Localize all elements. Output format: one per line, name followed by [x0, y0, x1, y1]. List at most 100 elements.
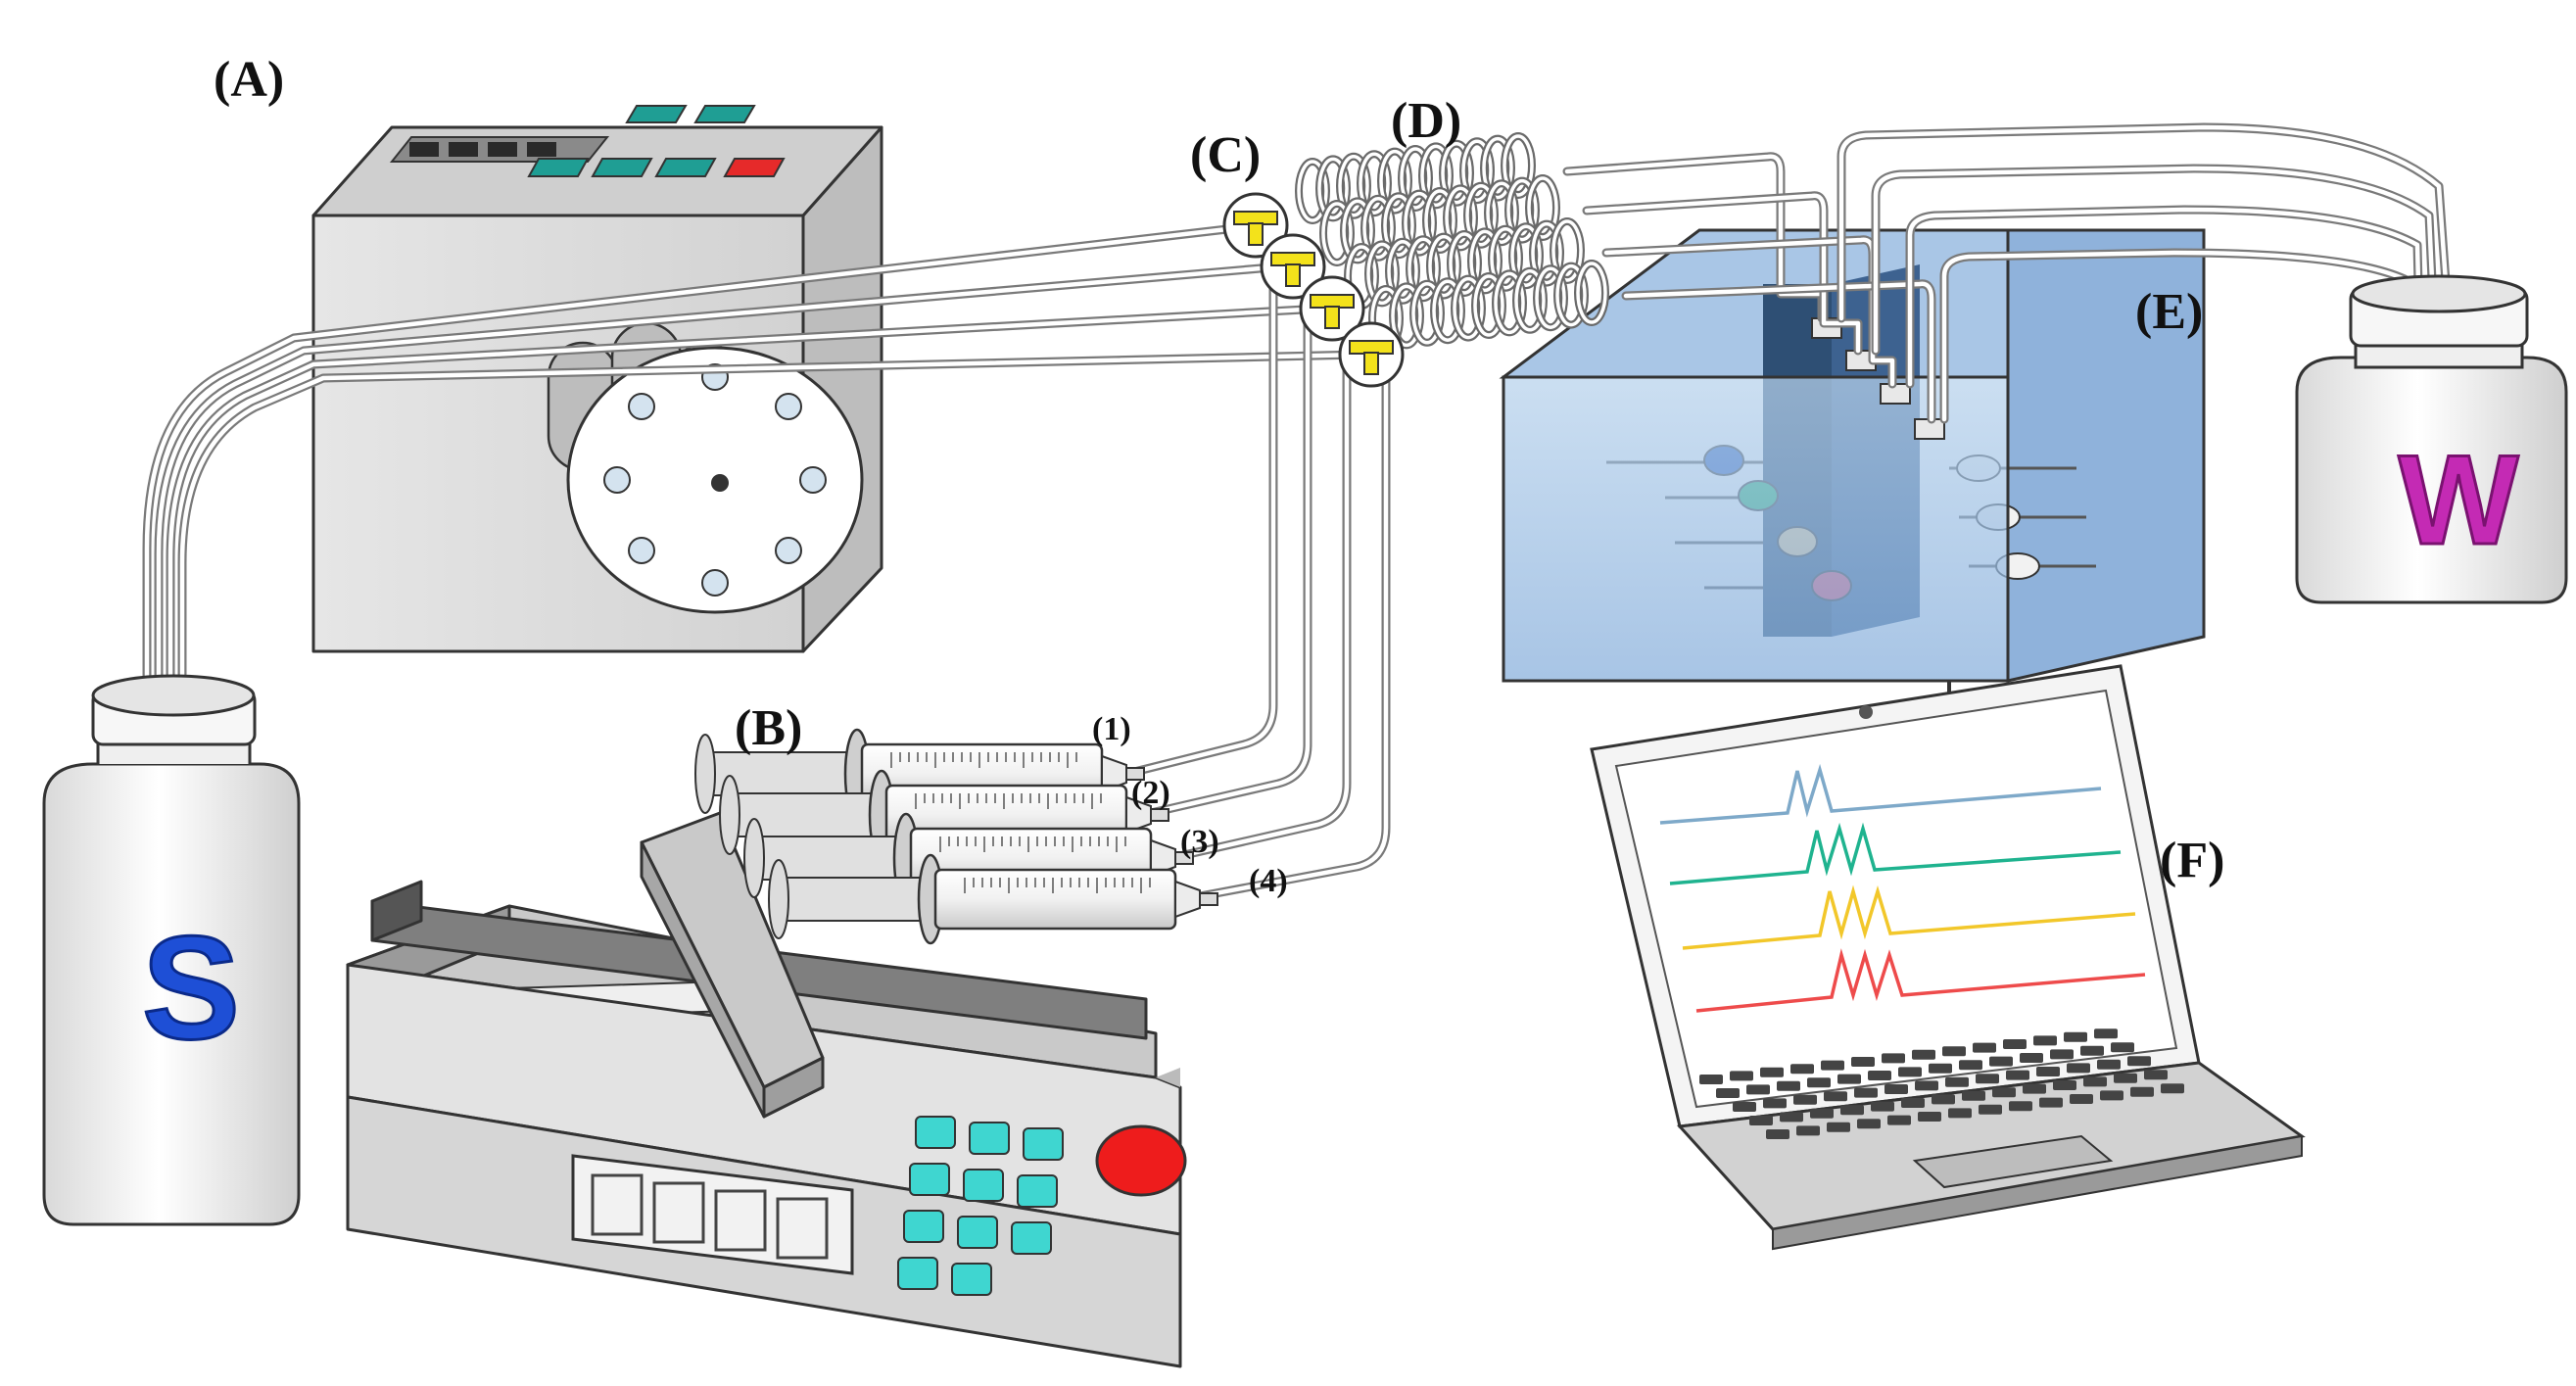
t-connector-3 — [1299, 275, 1365, 342]
keyboard-key — [1932, 1094, 1955, 1105]
waste-bottle-letter: W — [2399, 428, 2519, 571]
keyboard-key — [1733, 1102, 1756, 1112]
keyboard-key — [1763, 1098, 1787, 1109]
keyboard-key — [1840, 1105, 1864, 1116]
keypad-key — [897, 1257, 938, 1290]
keyboard-key — [2064, 1031, 2087, 1042]
keyboard-key — [1884, 1084, 1908, 1094]
keyboard-key — [1730, 1071, 1753, 1081]
keyboard-key — [1973, 1042, 1996, 1053]
keyboard-key — [1793, 1094, 1817, 1105]
keypad-key — [915, 1116, 956, 1149]
t-connector-2 — [1260, 233, 1326, 300]
keyboard-key — [1777, 1080, 1800, 1091]
keypad-key — [957, 1216, 998, 1249]
trace-red — [1695, 948, 2146, 1013]
detector-traces — [1659, 763, 2146, 1013]
syringe-pump-display — [571, 1154, 854, 1275]
trace-green — [1669, 822, 2122, 885]
keyboard-key — [1790, 1064, 1814, 1075]
keypad-key — [969, 1122, 1010, 1155]
keyboard-key — [1837, 1074, 1861, 1084]
keyboard-key — [1716, 1088, 1740, 1098]
keyboard-key — [1976, 1074, 1999, 1084]
keyboard-key — [2097, 1059, 2121, 1070]
keyboard-key — [2006, 1070, 2029, 1080]
label-c: (C) — [1190, 127, 1261, 183]
keyboard-key — [2083, 1076, 2107, 1087]
syringe-pump — [346, 811, 1187, 1368]
coil-2 — [1319, 174, 1560, 266]
keyboard-key — [2114, 1073, 2137, 1083]
keyboard-key — [1868, 1071, 1891, 1080]
keyboard-key — [2080, 1045, 2104, 1056]
keyboard-key — [1851, 1057, 1875, 1067]
channel-label-1: (1) — [1092, 711, 1131, 747]
keyboard-key — [2036, 1067, 2060, 1076]
channel-labels: (1) (2) (3) (4) — [1092, 711, 1288, 899]
keyboard-key — [1962, 1090, 1985, 1101]
keyboard-key — [1780, 1112, 1803, 1123]
channel-label-2: (2) — [1131, 775, 1170, 811]
keypad-key — [909, 1163, 950, 1196]
keypad-key — [1017, 1174, 1058, 1208]
syringe-4 — [768, 853, 1218, 945]
keyboard-key — [1979, 1104, 2002, 1115]
keyboard-key — [1882, 1053, 1905, 1064]
keyboard-key — [1699, 1075, 1723, 1084]
keyboard-key — [1929, 1063, 1952, 1074]
coil-4 — [1368, 260, 1609, 352]
keyboard-key — [2009, 1101, 2032, 1112]
detection-cell-bath — [1499, 228, 2206, 715]
keyboard-key — [1854, 1087, 1878, 1098]
keyboard-key — [2161, 1083, 2184, 1094]
source-bottle-letter: S — [142, 905, 240, 1070]
pump-rotor-head — [566, 346, 864, 614]
t-connector-4 — [1338, 321, 1405, 388]
coil-3 — [1344, 217, 1585, 310]
t-connector-1 — [1222, 192, 1289, 259]
syringe-pump-keypad — [897, 1116, 1064, 1296]
keyboard-key — [2100, 1090, 2123, 1101]
keyboard-key — [1824, 1091, 1847, 1102]
keyboard-key — [1796, 1125, 1820, 1136]
keyboard-key — [1746, 1084, 1770, 1095]
keypad-key — [1023, 1127, 1064, 1161]
keyboard-key — [2070, 1094, 2093, 1104]
keyboard-key — [1810, 1108, 1834, 1119]
pump-display — [389, 136, 610, 163]
reaction-coils — [1295, 132, 1609, 352]
stop-button — [1095, 1124, 1187, 1197]
tubing-syringe — [1121, 240, 1391, 901]
keyboard-key — [2130, 1086, 2154, 1097]
label-a: (A) — [214, 52, 284, 108]
keyboard-key — [2050, 1049, 2074, 1060]
keyboard-key — [2067, 1063, 2090, 1074]
keyboard-key — [2144, 1070, 2168, 1080]
keyboard-key — [2039, 1097, 2063, 1108]
keyboard-key — [1945, 1076, 1969, 1087]
label-f: (F) — [2160, 833, 2224, 888]
tubing-outlet — [1562, 122, 2454, 424]
source-bottle: S — [42, 674, 301, 1226]
keyboard-key — [1821, 1060, 1844, 1071]
keyboard-key — [2023, 1083, 2046, 1094]
keyboard-key — [1989, 1056, 2013, 1067]
keyboard-key — [1992, 1087, 2016, 1098]
label-e: (E) — [2135, 284, 2203, 340]
keyboard-key — [1827, 1122, 1850, 1132]
keyboard-key — [2020, 1053, 2043, 1063]
coil-1 — [1295, 132, 1536, 224]
keypad-key — [951, 1263, 992, 1296]
channel-label-4: (4) — [1249, 863, 1288, 899]
keyboard-key — [1766, 1129, 1789, 1139]
label-b: (B) — [735, 700, 802, 756]
tubing-inlet — [142, 222, 1366, 705]
laptop — [1590, 664, 2306, 1251]
trace-blue — [1659, 763, 2102, 825]
keyboard-key — [1901, 1098, 1925, 1108]
waste-bottle: W — [2295, 274, 2568, 604]
channel-label-3: (3) — [1180, 824, 1219, 860]
keyboard-key — [2094, 1028, 2118, 1039]
